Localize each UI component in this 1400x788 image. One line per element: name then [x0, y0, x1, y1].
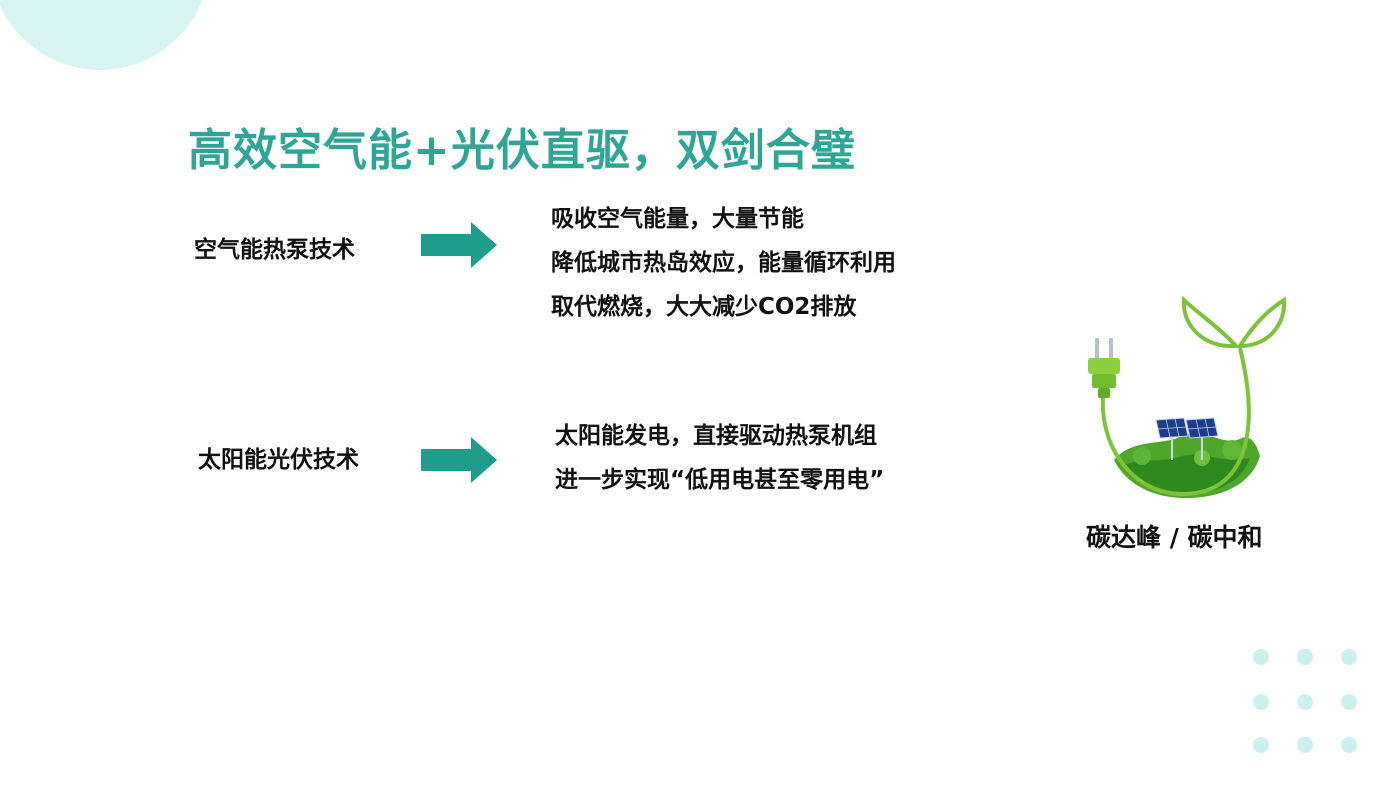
benefit-item: 进一步实现“低用电甚至零用电”: [555, 467, 885, 493]
tech-label-air-heat-pump: 空气能热泵技术: [194, 237, 355, 263]
benefit-item: 太阳能发电，直接驱动热泵机组: [555, 423, 877, 449]
benefit-item: 吸收空气能量，大量节能: [551, 206, 804, 232]
tech-label-solar-pv: 太阳能光伏技术: [198, 447, 359, 473]
benefit-item: 降低城市热岛效应，能量循环利用: [551, 250, 896, 276]
decor-dot: [1341, 649, 1357, 665]
decor-dot: [1297, 694, 1313, 710]
decor-dot: [1253, 737, 1269, 753]
benefit-item: 取代燃烧，大大减少CO2排放: [551, 294, 857, 320]
corner-decoration-circle: [0, 0, 210, 70]
plant-plug-solar-icon: [1088, 295, 1287, 498]
decor-dot: [1341, 694, 1357, 710]
benefits-list-solar-pv: 太阳能发电，直接驱动热泵机组 进一步实现“低用电甚至零用电”: [555, 414, 884, 502]
decor-dot: [1297, 737, 1313, 753]
decor-dot: [1341, 737, 1357, 753]
decor-dot: [1253, 649, 1269, 665]
carbon-goal-caption: 碳达峰 / 碳中和: [1086, 523, 1263, 552]
arrow-right-icon: [421, 437, 497, 483]
decor-dot: [1253, 694, 1269, 710]
dot-grid-decoration: [1253, 649, 1359, 755]
page-title: 高效空气能+光伏直驱，双剑合璧: [188, 125, 856, 176]
decor-dot: [1297, 649, 1313, 665]
benefits-list-air-heat-pump: 吸收空气能量，大量节能 降低城市热岛效应，能量循环利用 取代燃烧，大大减少CO2…: [551, 197, 896, 329]
arrow-right-icon: [421, 222, 497, 268]
